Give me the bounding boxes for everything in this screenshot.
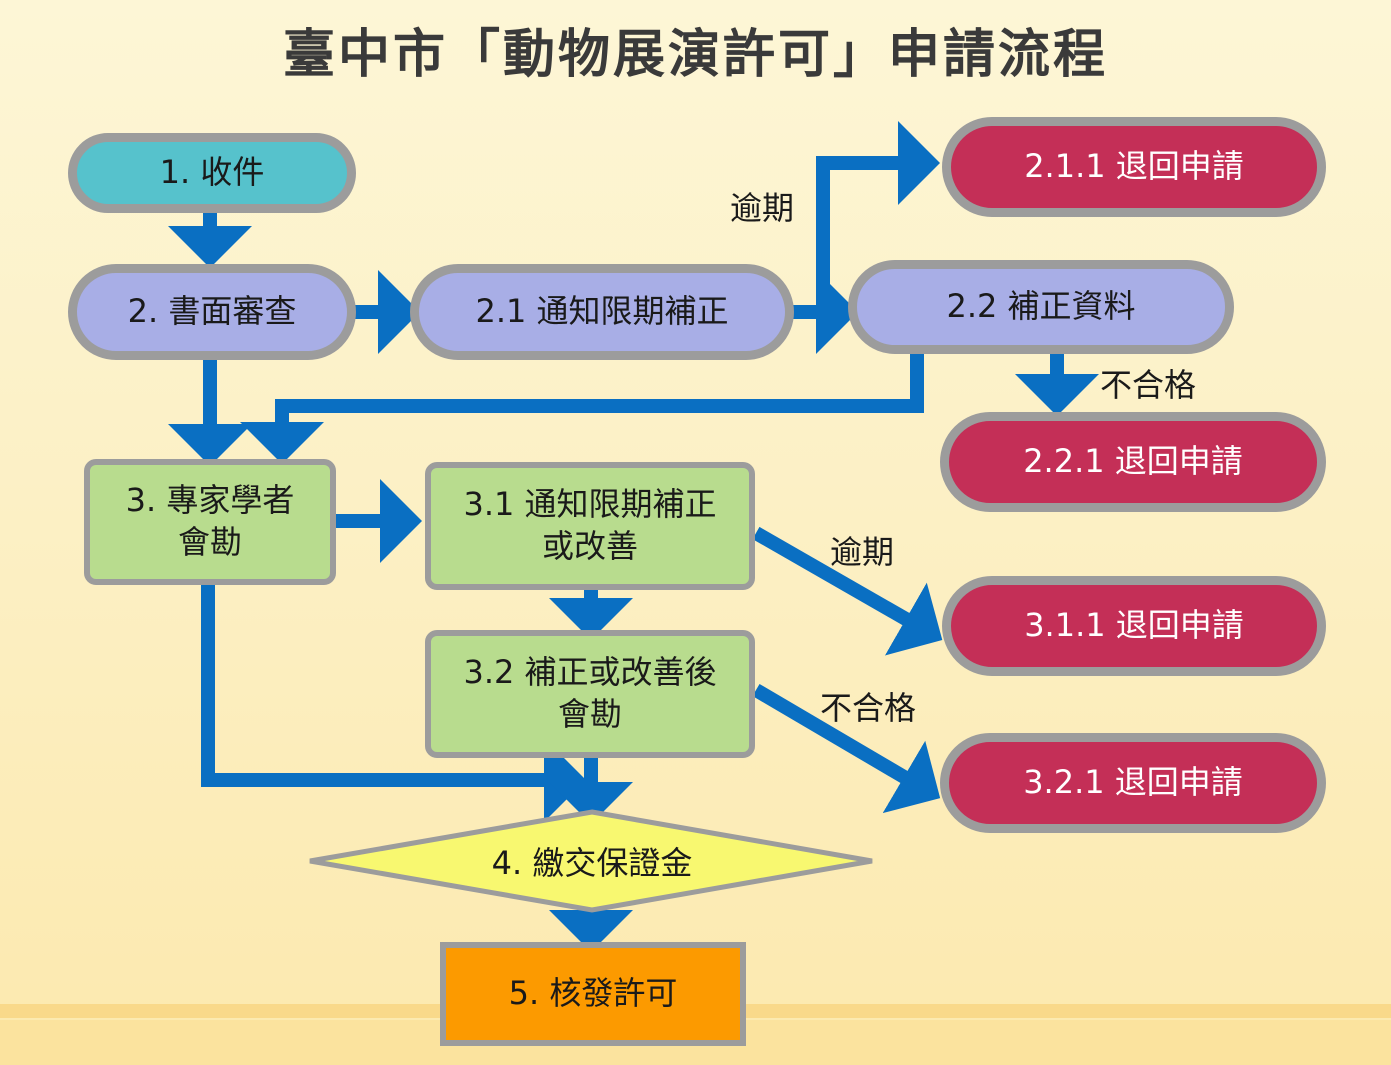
node-submit-correction-label: 2.2 補正資料 [946,287,1136,326]
node-notify-improve-line1: 3.1 通知限期補正 [463,485,717,524]
label-fail-3-2: 不合格 [820,689,917,727]
page-title: 臺中市「動物展演許可」申請流程 [282,25,1108,85]
node-notify-improve: 3.1 通知限期補正 或改善 [425,462,755,590]
node-deposit-label: 4. 繳交保證金 [491,844,693,882]
arrow-3.1-to-3.1.1 [752,526,943,656]
node-reinspection: 3.2 補正或改善後 會勘 [425,630,755,758]
node-reject-2-1-1: 2.1.1 退回申請 [942,117,1326,217]
arrow-3-to-4 [201,584,586,822]
node-document-review: 2. 書面審查 [68,264,356,360]
node-submit-correction: 2.2 補正資料 [848,260,1234,354]
deposit-diamond [309,809,873,913]
node-expert-inspection-line2: 會勘 [177,523,242,561]
node-receive: 1. 收件 [68,133,356,213]
node-reinspection-line1: 3.2 補正或改善後 [463,653,717,692]
label-overdue-3-1: 逾期 [830,533,895,571]
node-reject-3-2-1: 3.2.1 退回申請 [940,733,1326,833]
node-reject-2-2-1-label: 2.2.1 退回申請 [1023,442,1243,481]
node-notify-correction-label: 2.1 通知限期補正 [475,292,729,331]
node-expert-inspection: 3. 專家學者 會勘 [84,459,336,585]
arrow-2.1-to-2.1.1 [816,121,940,312]
node-reinspection-line2: 會勘 [557,695,622,733]
node-receive-label: 1. 收件 [159,153,265,192]
node-notify-improve-line2: 或改善 [541,527,638,565]
node-issue-permit: 5. 核發許可 [440,942,746,1046]
label-overdue-2-1: 逾期 [730,189,795,227]
node-reject-3-1-1: 3.1.1 退回申請 [942,576,1326,676]
node-reject-2-2-1: 2.2.1 退回申請 [940,412,1326,512]
node-notify-correction: 2.1 通知限期補正 [410,264,794,360]
node-issue-permit-label: 5. 核發許可 [508,974,678,1013]
node-reject-3-2-1-label: 3.2.1 退回申請 [1023,763,1243,802]
arrow-3.2-to-3.2.1 [752,683,941,814]
arrow-2.2-to-3 [240,350,924,464]
label-fail-2-2: 不合格 [1100,366,1197,404]
node-reject-3-1-1-label: 3.1.1 退回申請 [1024,606,1244,645]
node-expert-inspection-line1: 3. 專家學者 [125,481,295,520]
node-reject-2-1-1-label: 2.1.1 退回申請 [1024,147,1244,186]
node-document-review-label: 2. 書面審查 [127,292,297,331]
